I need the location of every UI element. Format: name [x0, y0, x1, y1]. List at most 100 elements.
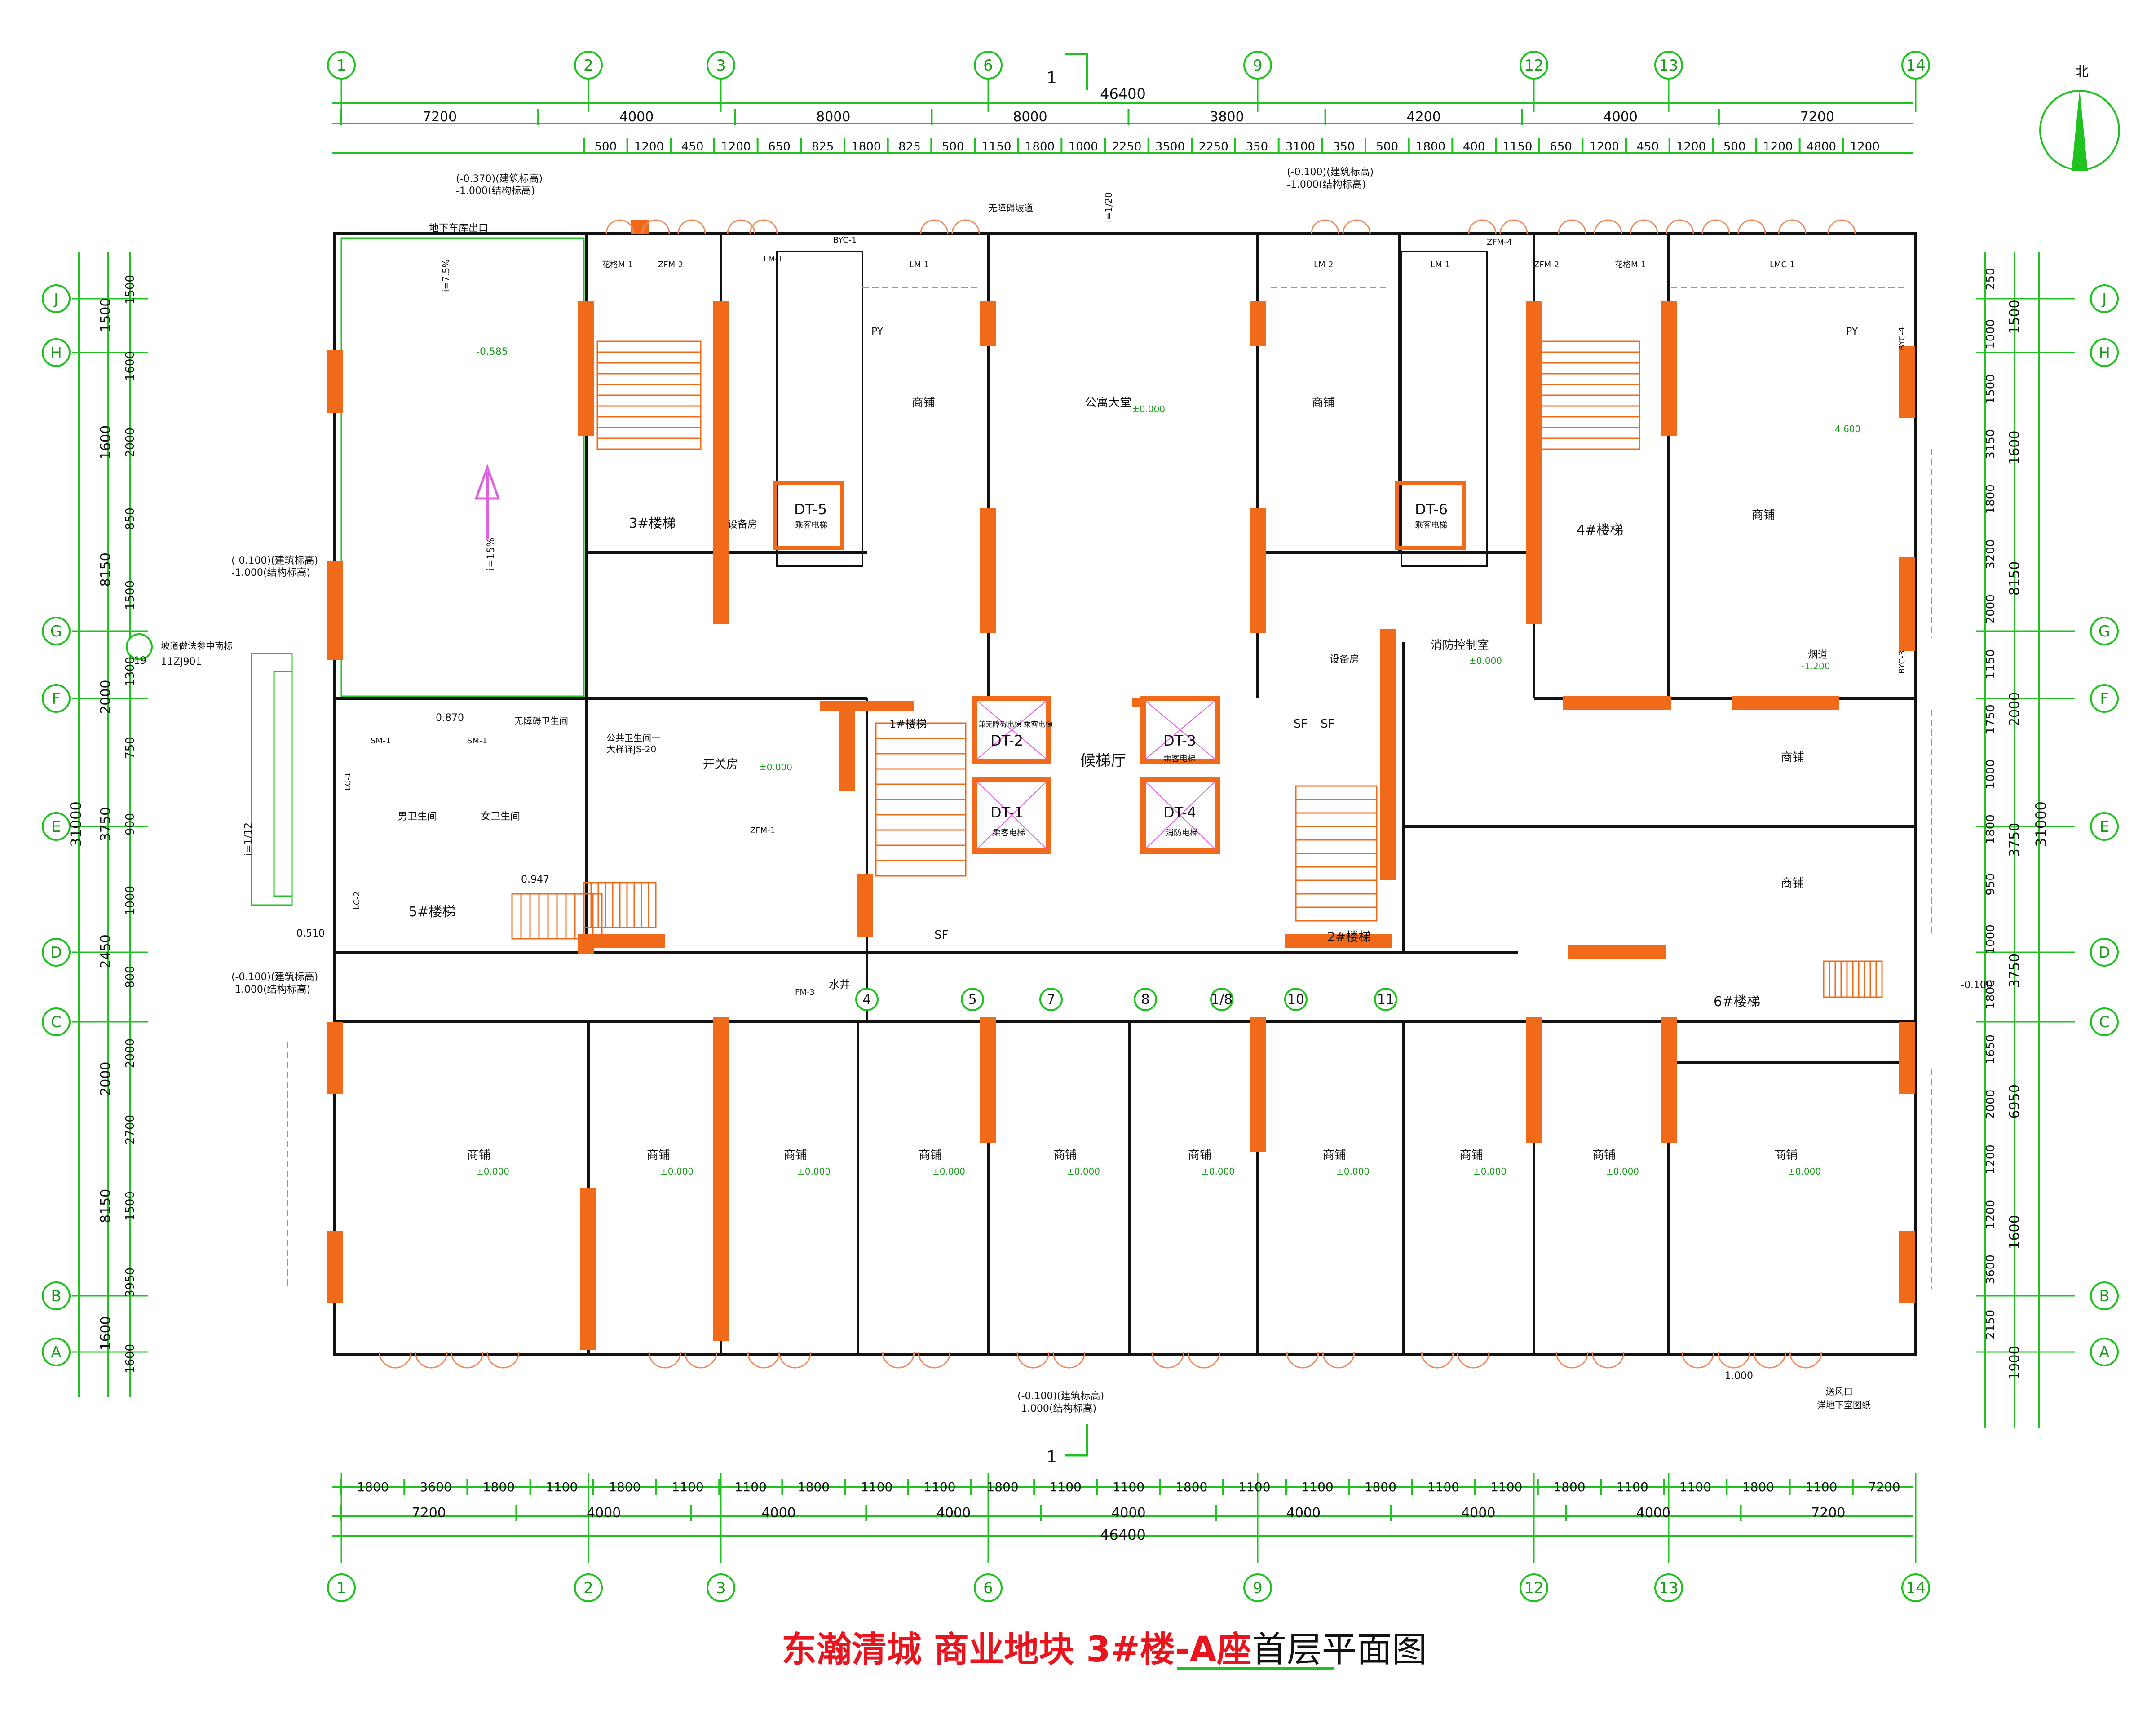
bottom-dim-bay-3: 4000	[937, 1505, 971, 1521]
door-tag-lm1c: LM-1	[1431, 260, 1450, 269]
room-water-well: 水井	[829, 978, 850, 991]
column-17	[1526, 1017, 1542, 1143]
column-18	[1661, 1017, 1677, 1143]
right-dim-detail-0: 250	[1984, 268, 1997, 290]
elev-0100n: -0.100	[1961, 980, 1993, 991]
storefront-door-top-17	[1778, 219, 1807, 234]
room-switch: 开关房	[703, 758, 738, 771]
axis-label-3-top: 3	[716, 57, 726, 75]
storefront-door-bottom-10	[1016, 1352, 1050, 1369]
axis-label-D-left: D	[50, 944, 62, 962]
elev-note-b: -1.000(结构标高)	[456, 186, 535, 197]
top-dim-detail-28: 4800	[1807, 140, 1836, 154]
public-toilet-label: 公共卫生间一	[606, 733, 660, 743]
elevator-dt6-type: 乘客电梯	[1415, 521, 1447, 530]
top-dim-detail-26: 500	[1723, 140, 1746, 154]
right-dim-total: 31000	[2032, 801, 2050, 847]
axis-label-10: 10	[1287, 992, 1304, 1007]
axis-bubble-J-left	[42, 284, 71, 313]
elev-note-a: (-0.370)(建筑标高)	[456, 173, 543, 185]
bottom-dim-detail-2: 1800	[483, 1480, 515, 1494]
structural-columns	[327, 220, 1915, 1350]
door-tag-sf2: SF	[1294, 717, 1308, 731]
axis-label-14-top: 14	[1906, 57, 1925, 75]
axis-label-E-right: E	[2099, 818, 2109, 836]
stair-4-label: 4#楼梯	[1577, 522, 1623, 538]
shop-b2-elev: ±0.000	[660, 1166, 694, 1177]
room-shop-3-elev: 4.600	[1835, 424, 1860, 434]
axis-bubble-E-left	[42, 812, 71, 841]
axis-label-E-left: E	[51, 818, 61, 836]
storefront-door-bottom-12	[1151, 1352, 1184, 1369]
ramp-note-label: 无障碍坡道	[988, 203, 1033, 213]
top-dim-detail-4: 650	[768, 140, 791, 154]
elevator-shafts	[773, 481, 1466, 854]
axis-label-14-bottom: 14	[1906, 1579, 1925, 1597]
axis-bubble-12-bottom	[1520, 1573, 1548, 1602]
shop-b5-elev: ±0.000	[1067, 1166, 1100, 1177]
storefront-door-top-8	[1342, 219, 1371, 234]
axis-label-5: 5	[968, 992, 976, 1007]
right-dim-detail-18: 3600	[1984, 1255, 1997, 1284]
axis-bubble-J-right	[2090, 284, 2119, 313]
room-shop-b3: 商铺	[784, 1149, 807, 1162]
axis-label-F-left: F	[52, 690, 61, 708]
bottom-dim-detail-16: 1800	[1365, 1480, 1396, 1494]
storefront-door-top-0	[605, 219, 634, 234]
axis-bubble-H-right	[2090, 338, 2119, 367]
ramp-slope3-label: i=1/20	[1103, 192, 1114, 222]
title-underline	[1177, 1667, 1334, 1670]
top-dim-bay-2: 8000	[816, 109, 850, 125]
axis-label-1-top: 1	[336, 57, 346, 75]
bottom-dim-detail-5: 1100	[672, 1480, 703, 1494]
top-dim-detail-15: 350	[1246, 140, 1268, 154]
ramp-slope4-label: i=1/12	[243, 822, 254, 856]
left-dim-span-0: 1500	[98, 298, 114, 332]
elev-note-e: (-0.100)(建筑标高)	[231, 555, 318, 566]
axis-bubble-9-bottom	[1243, 1573, 1272, 1602]
door-tag-zfm2b: ZFM-2	[1534, 260, 1559, 269]
column-1	[713, 301, 729, 624]
axis-label-J-right: J	[2101, 290, 2107, 308]
stair-run-4	[511, 893, 603, 940]
bottom-dim-detail-1: 3600	[420, 1480, 452, 1494]
storefront-door-top-1	[641, 219, 670, 234]
stair-1-label: 1#楼梯	[889, 718, 927, 730]
axis-label-6-bottom: 6	[983, 1579, 993, 1597]
storefront-door-bottom-18	[1555, 1352, 1589, 1369]
axis-bubble-G-left	[42, 617, 71, 645]
stair-3-label: 3#楼梯	[629, 516, 676, 531]
top-dim-detail-3: 1200	[721, 140, 751, 154]
axis-label-13-top: 13	[1659, 57, 1678, 75]
top-dim-detail-21: 1150	[1502, 140, 1532, 154]
section-mark-bottom: 1	[1047, 1448, 1057, 1466]
ref-19: 19	[134, 655, 146, 667]
top-dim-detail-9: 1150	[981, 140, 1011, 154]
axis-bubble-8	[1134, 988, 1157, 1011]
top-dim-detail-8: 500	[942, 140, 964, 154]
room-lobby: 公寓大堂	[1085, 396, 1131, 410]
axis-bubble-13-bottom	[1654, 1573, 1683, 1602]
door-tag-byc4: BYC-4	[1897, 327, 1907, 350]
axis-bubble-A-left	[42, 1338, 71, 1366]
right-dim-span-1: 1600	[2007, 430, 2023, 464]
room-switch-elev: ±0.000	[759, 762, 792, 773]
top-dim-detail-11: 1000	[1069, 140, 1098, 154]
bottom-dim-bay-8: 7200	[1811, 1505, 1845, 1521]
left-dim-detail-12: 1500	[124, 1191, 137, 1221]
axis-bubble-10	[1284, 988, 1308, 1011]
north-label: 北	[2075, 64, 2089, 80]
storefront-door-top-9	[1468, 219, 1497, 234]
elevator-dt1-type: 乘客电梯	[993, 828, 1025, 838]
axis-label-A-left: A	[51, 1343, 61, 1361]
storefront-door-top-16	[1737, 219, 1766, 234]
top-dim-detail-5: 825	[812, 140, 834, 154]
room-shop-b5: 商铺	[1053, 1149, 1077, 1162]
axis-bubble-B-right	[2090, 1281, 2119, 1310]
room-flue-elev: -1.200	[1801, 661, 1830, 671]
ramp-slope-label: i=7.5%	[441, 259, 451, 292]
storefront-door-bottom-19	[1591, 1352, 1625, 1369]
dimension-lines	[78, 102, 2040, 1537]
bottom-dim-detail-6: 1100	[735, 1480, 767, 1494]
